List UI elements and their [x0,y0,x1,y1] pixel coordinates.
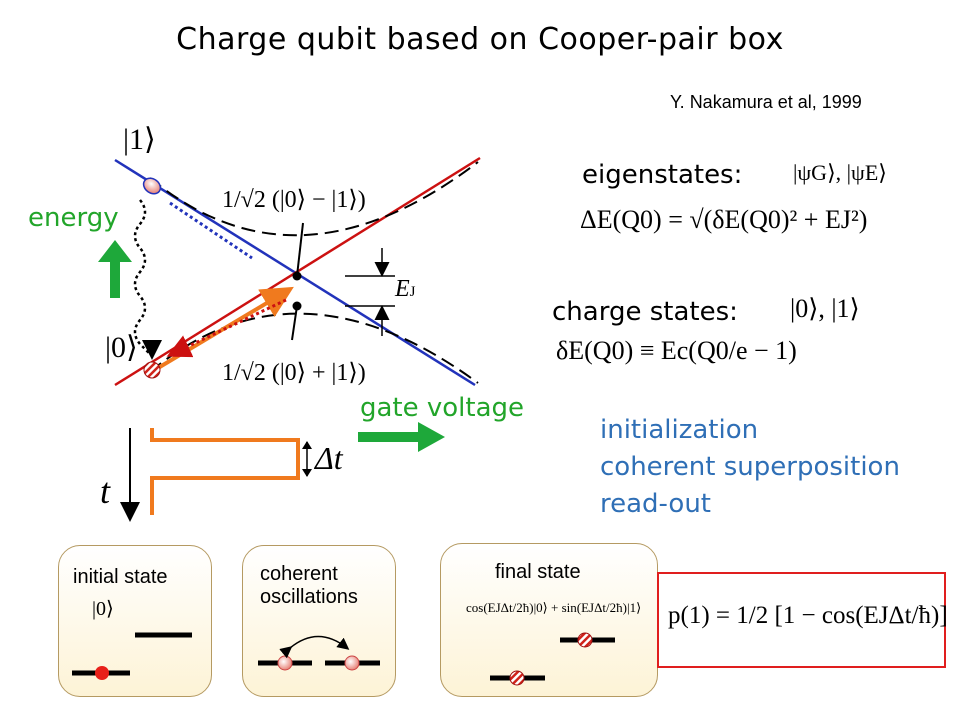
upper-crossing-dot [292,271,302,281]
eigenstates-kets: |ψG⟩, |ψE⟩ [793,160,887,185]
probability-formula: p(1) = 1/2 [1 − cos(EJΔt/ħ)] [668,602,948,629]
lower-superposition-formula: 1/√2 (|0⟩ + |1⟩) [222,360,366,386]
gate-pulse-shape [150,428,300,515]
excited-state-ball [142,177,162,195]
pulse-width-label: Δt [315,440,343,476]
blue-dotted-arrow [169,201,253,260]
coherent-oscillations-title: coherent oscillations [260,563,358,608]
step-read-out: read-out [600,489,711,519]
oscillation-arrow [279,635,350,659]
coherent-oscillations-panel [242,545,396,697]
excited-eigenstate-curve [149,161,479,237]
state-zero-ket: |0⟩ [105,331,138,364]
wavy-relaxation-path [133,199,151,355]
eigenstates-label: eigenstates: [582,160,743,190]
charge-states-label: charge states: [552,297,738,327]
final-excited-ball [577,632,593,648]
final-state-title: final state [495,561,581,583]
step-initialization: initialization [600,415,759,445]
initial-state-ket: |0⟩ [92,598,114,620]
step-coherent-superposition: coherent superposition [600,452,900,482]
initial-state-ball [95,666,109,680]
time-label: t [100,471,111,511]
state-one-ket: |1⟩ [123,123,156,156]
procedure-steps: initialization coherent superposition re… [600,412,900,523]
upper-superposition-formula: 1/√2 (|0⟩ − |1⟩) [222,187,366,213]
charging-energy-formula: δE(Q0) ≡ Ec(Q0/e − 1) [556,336,797,365]
ej-gap-label: EJ [395,276,416,302]
citation: Y. Nakamura et al, 1999 [670,92,862,112]
ground-state-ball [143,361,161,379]
final-state-formula: cos(EJΔt/2ħ)|0⟩ + sin(EJΔt/2ħ)|1⟩ [466,600,642,615]
final-ground-ball [509,670,525,686]
probability-formula-box [657,572,946,668]
initial-state-title: initial state [73,566,168,588]
energy-splitting-formula: ΔE(Q0) = √(δE(Q0)² + EJ²) [580,205,868,234]
charge-states-kets: |0⟩, |1⟩ [790,294,860,323]
gate-voltage-label: gate voltage [360,393,525,423]
energy-arrow [98,240,132,298]
slide-title: Charge qubit based on Cooper-pair box [176,22,784,57]
energy-label: energy [28,203,119,233]
gate-voltage-arrow [358,422,445,452]
